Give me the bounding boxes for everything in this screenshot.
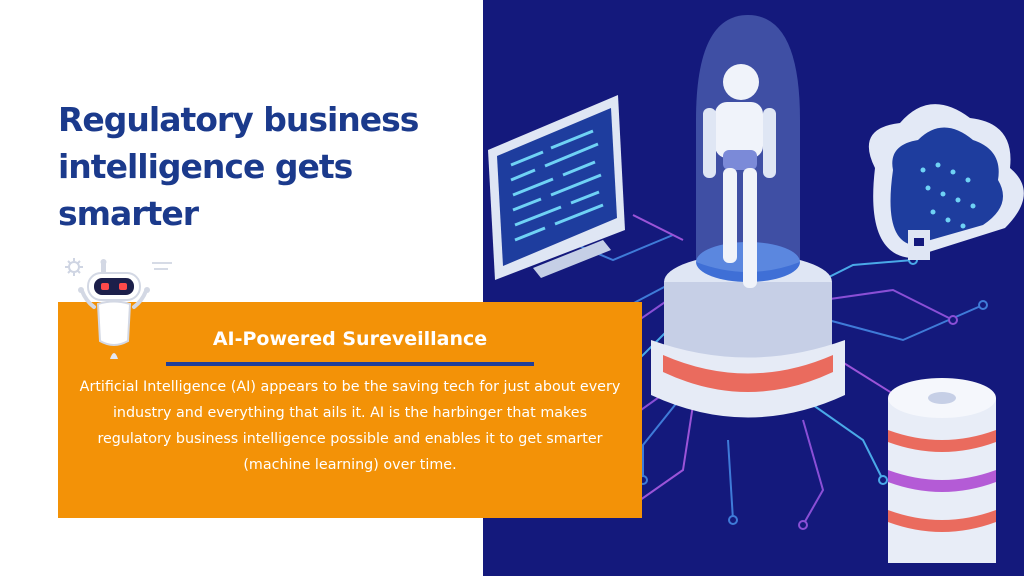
computer-monitor-icon <box>488 95 625 280</box>
card-divider <box>166 362 534 366</box>
database-stack-icon <box>888 378 996 563</box>
gear-icon <box>65 258 83 276</box>
page-title: Regulatory business intelligence gets sm… <box>58 100 419 233</box>
robot-mascot-icon <box>65 258 172 359</box>
cloud-storage-icon <box>868 104 1024 260</box>
robot-illustration-icon <box>651 15 845 418</box>
card-body-text: Artificial Intelligence (AI) appears to … <box>79 379 621 473</box>
card-title: AI-Powered Sureveillance <box>212 328 488 350</box>
info-card: AI-Powered Sureveillance Artificial Inte… <box>58 302 642 518</box>
